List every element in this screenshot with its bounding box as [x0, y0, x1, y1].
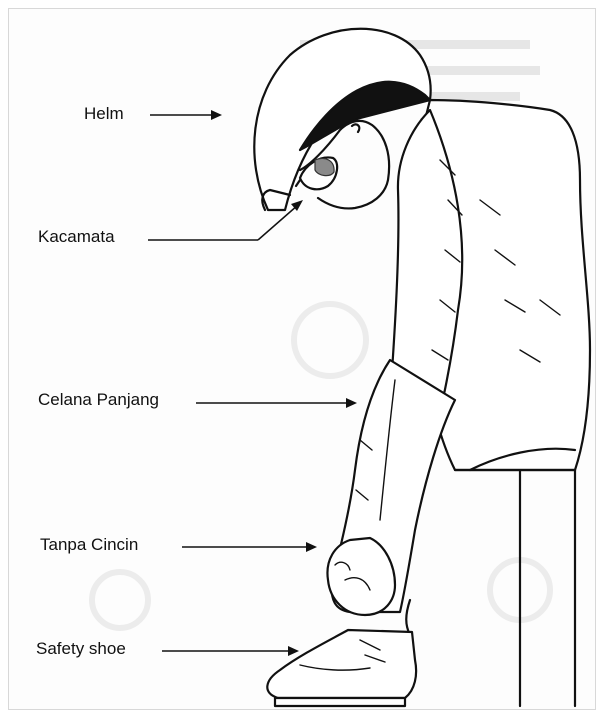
label-tanpa-cincin: Tanpa Cincin — [40, 535, 138, 555]
label-celana-panjang: Celana Panjang — [38, 390, 159, 410]
hands — [327, 538, 395, 615]
label-helm: Helm — [84, 104, 124, 124]
label-kacamata: Kacamata — [38, 227, 115, 247]
arrows — [148, 110, 357, 656]
bench — [455, 470, 575, 706]
label-safety-shoe: Safety shoe — [36, 639, 126, 659]
safety-shoes — [267, 630, 416, 698]
